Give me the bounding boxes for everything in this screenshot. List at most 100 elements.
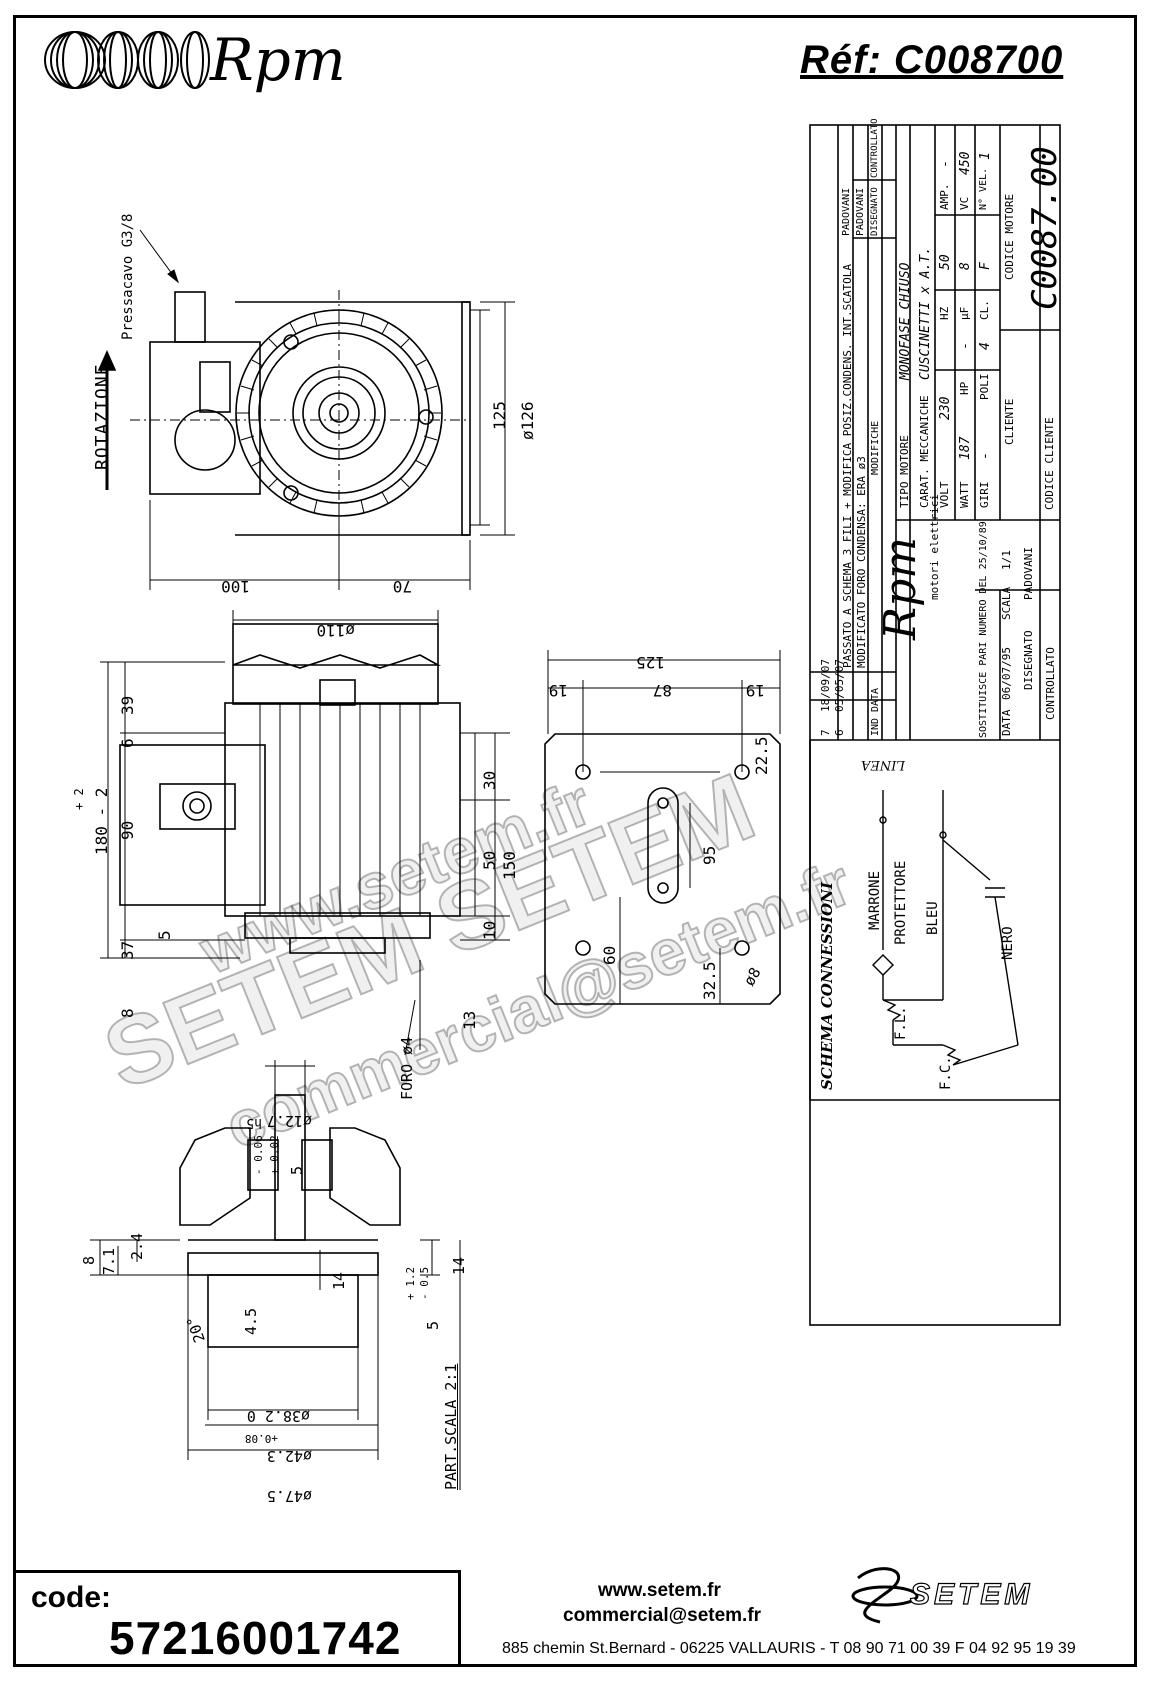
- drawing-frame: [13, 15, 1137, 1667]
- rev-header-n: IND: [870, 717, 881, 736]
- dim-39: 39: [118, 695, 137, 715]
- rev-header-drawn: DISEGNATO: [870, 187, 880, 236]
- detail-dim-5b: 5: [424, 1320, 442, 1330]
- hp-value: -: [958, 342, 973, 350]
- detail-dim-14a: 14: [330, 1271, 348, 1290]
- scale-label: SCALA: [1000, 586, 1013, 620]
- protector-label: PROTETTORE: [893, 860, 909, 945]
- motor-type-value: MONOFASE CHIUSO: [898, 262, 913, 380]
- volt-label: VOLT: [938, 481, 951, 509]
- plate-dim-125: 125: [636, 653, 665, 672]
- wire-marrone: MARRONE: [867, 870, 883, 930]
- giri-value: -: [978, 452, 993, 460]
- poli-label: POLI: [978, 373, 991, 401]
- footer-website[interactable]: www.setem.fr: [598, 1580, 721, 1601]
- detail-dim-8: 8: [80, 1255, 98, 1265]
- detail-tol-0-08: +0.08: [244, 1432, 278, 1445]
- code-label: code:: [31, 1581, 112, 1614]
- uf-label: µF: [958, 306, 971, 320]
- dim-30: 30: [480, 770, 499, 790]
- cable-gland-label: Pressacavo G3/8: [120, 213, 136, 340]
- replaces-label: SOSTITUISCE PARI NUMERO DEL 25/10/89: [978, 521, 989, 738]
- dim-126-top: ø126: [518, 401, 537, 440]
- detail-dim-47-5: ø47.5: [266, 1487, 312, 1505]
- mech-value: CUSCINETTI x A.T.: [918, 246, 933, 380]
- title-block-logo-sub: motori elettrici: [928, 494, 941, 600]
- hz-label: HZ: [938, 306, 951, 320]
- plate-dim-87: 87: [652, 681, 672, 700]
- detail-tol-1-2: + 1.2: [404, 1266, 417, 1300]
- dim-100: 100: [221, 577, 250, 596]
- title-block-logo-text: Rpm: [875, 536, 926, 640]
- drawn-value: PADOVANI: [1022, 547, 1035, 600]
- footer-address: 885 chemin St.Bernard - 06225 VALLAURIS …: [502, 1640, 1076, 1657]
- dim-180-tol: + 2: [72, 788, 86, 810]
- drawn-label: DISEGNATO: [1022, 630, 1035, 690]
- giri-label: GIRI: [978, 481, 991, 509]
- cl-label: CL.: [978, 300, 991, 320]
- fl-label: F.L.: [893, 1006, 909, 1040]
- rev-header-checked: CONTROLLATO: [870, 118, 880, 178]
- rev-6-date: 05/05/07: [833, 659, 846, 712]
- detail-scale-label: PART.SCALA 2:1: [442, 1363, 460, 1490]
- fc-label: F.C.: [938, 1056, 954, 1090]
- hz-value: 50: [938, 254, 953, 270]
- detail-dim-2-4: 2.4: [128, 1232, 146, 1260]
- watt-value: 187: [958, 436, 973, 460]
- plate-dim-19a: 19: [548, 681, 568, 700]
- rev-7-text: PASSATO A SCHEMA 3 FILI + MODIFICA POSIZ…: [841, 264, 854, 668]
- plate-dim-22-5: 22.5: [752, 736, 771, 775]
- brand-name: Rpm: [210, 26, 346, 94]
- cl-value: F: [978, 262, 993, 270]
- vc-value: 450: [958, 151, 973, 175]
- wire-bleu: BLEU: [925, 901, 941, 935]
- amp-label: AMP.: [938, 183, 951, 211]
- code-box: code: 57216001742: [13, 1570, 461, 1667]
- uf-value: 8: [958, 262, 973, 270]
- watt-label: WATT: [958, 481, 971, 509]
- rev-6-n: 6: [833, 729, 846, 736]
- dim-5: 5: [155, 930, 174, 940]
- mech-label: CARAT. MECCANICHE: [918, 395, 931, 508]
- dim-6: 6: [118, 738, 137, 748]
- client-code-label: CODICE CLIENTE: [1043, 417, 1056, 510]
- rev-header-date: DATA: [870, 687, 881, 712]
- rev-7-by: PADOVANI: [841, 187, 852, 236]
- detail-tol-0-5: - 0.5: [418, 1266, 431, 1300]
- hp-label: HP: [958, 381, 971, 395]
- client-label: CLIENTE: [1003, 398, 1016, 445]
- date-label: DATA: [1000, 709, 1013, 737]
- rev-header-text: MODIFICHE: [870, 420, 881, 475]
- detail-dim-14b: 14: [450, 1256, 468, 1275]
- checked-label: CONTROLLATO: [1044, 647, 1057, 720]
- code-value: 57216001742: [109, 1612, 402, 1664]
- rev-7-date: 18/09/07: [819, 659, 832, 712]
- vel-label: N° VEL.: [978, 167, 989, 210]
- scale-value: 1/1: [1000, 550, 1013, 570]
- rev-6-by: PADOVANI: [855, 187, 866, 236]
- detail-dim-4-5: 4.5: [242, 1307, 260, 1335]
- motor-code-value: C0087.00: [1025, 146, 1065, 310]
- rev-6-text: MODIFICATO FORO CONDENSA: ERA ø3: [855, 456, 868, 668]
- dim-110: ø110: [316, 621, 355, 640]
- setem-logo-text: SETEM: [909, 1577, 1034, 1611]
- dim-90: 90: [118, 820, 137, 840]
- vel-value: 1: [978, 152, 993, 160]
- detail-dim-42-3: ø42.3: [266, 1447, 312, 1465]
- date-value: 06/07/95: [1000, 647, 1013, 700]
- amp-value: -: [938, 160, 953, 168]
- detail-dim-38-2: ø38.2 0: [246, 1407, 310, 1425]
- dim-180: 180 - 2: [92, 787, 111, 855]
- rotation-label: ROTAZIONE: [92, 363, 113, 470]
- wiring-line-label: LINEA: [860, 757, 905, 772]
- dim-70: 70: [392, 577, 412, 596]
- wire-nero: NERO: [1000, 926, 1016, 960]
- footer-email[interactable]: commercial@setem.fr: [563, 1605, 762, 1626]
- dim-125-top: 125: [490, 401, 509, 430]
- volt-value: 230: [938, 396, 953, 420]
- plate-dim-19b: 19: [745, 681, 765, 700]
- rev-7-n: 7: [819, 729, 832, 736]
- motor-code-label: CODICE MOTORE: [1003, 193, 1016, 280]
- reference-code: Réf: C008700: [800, 38, 1064, 82]
- detail-dim-7-1: 7.1: [100, 1247, 118, 1275]
